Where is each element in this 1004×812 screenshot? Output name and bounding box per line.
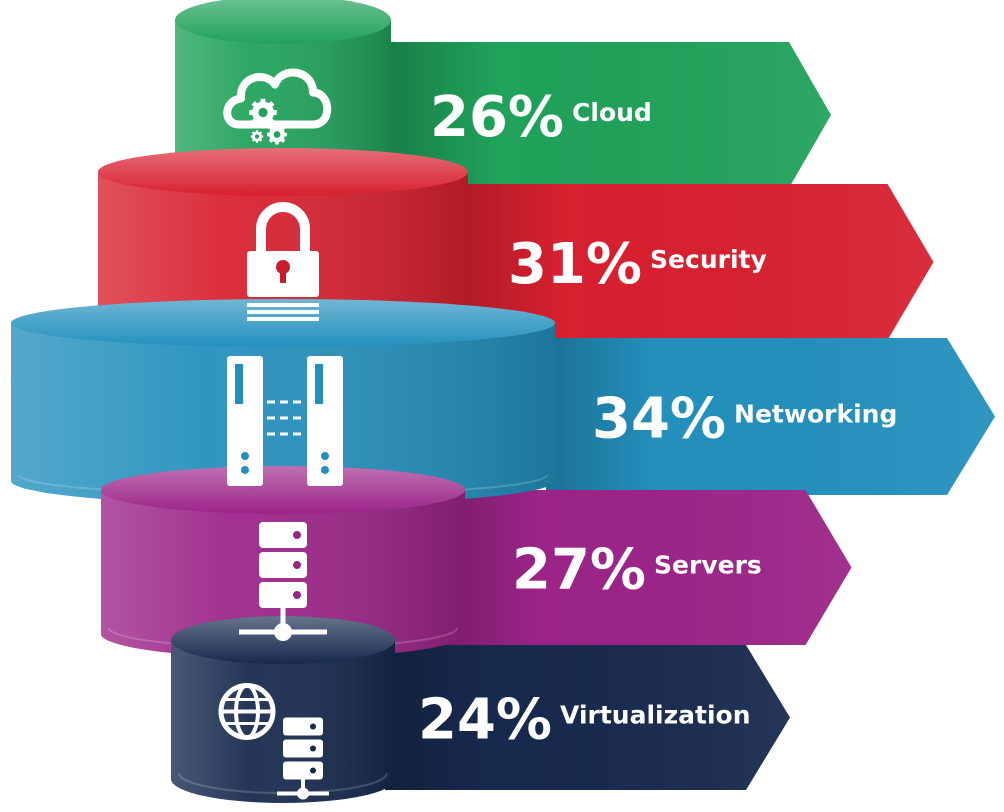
arrow-bar-cloud <box>388 42 831 188</box>
label-group-security: 31% Security <box>508 232 767 297</box>
padlock-icon <box>247 202 319 321</box>
value-label-cloud: 26% <box>430 85 564 150</box>
value-label-servers: 27% <box>512 538 646 603</box>
arrow-bar-security <box>440 184 934 340</box>
arrow-bar-virtualization <box>385 645 790 790</box>
server-stack-icon <box>239 522 327 641</box>
cloud-gears-icon <box>223 68 332 145</box>
arrow-bar-networking <box>546 338 995 495</box>
label-group-cloud: 26% Cloud <box>430 85 652 150</box>
label-group-virtualization: 24% Virtualization <box>418 688 751 753</box>
category-label-security: Security <box>650 245 767 274</box>
network-servers-icon <box>227 356 343 486</box>
category-label-cloud: Cloud <box>572 98 652 127</box>
value-label-security: 31% <box>508 232 642 297</box>
category-label-networking: Networking <box>734 400 897 429</box>
globe-server-icon <box>218 683 329 800</box>
arrow-bar-servers <box>440 490 852 645</box>
label-group-networking: 34% Networking <box>592 387 897 452</box>
disc-cloud <box>175 0 391 185</box>
category-label-servers: Servers <box>654 551 762 580</box>
disc-networking <box>11 299 555 505</box>
category-label-virtualization: Virtualization <box>560 701 750 730</box>
label-group-servers: 27% Servers <box>512 538 762 603</box>
value-label-virtualization: 24% <box>418 688 552 753</box>
value-label-networking: 34% <box>592 387 726 452</box>
